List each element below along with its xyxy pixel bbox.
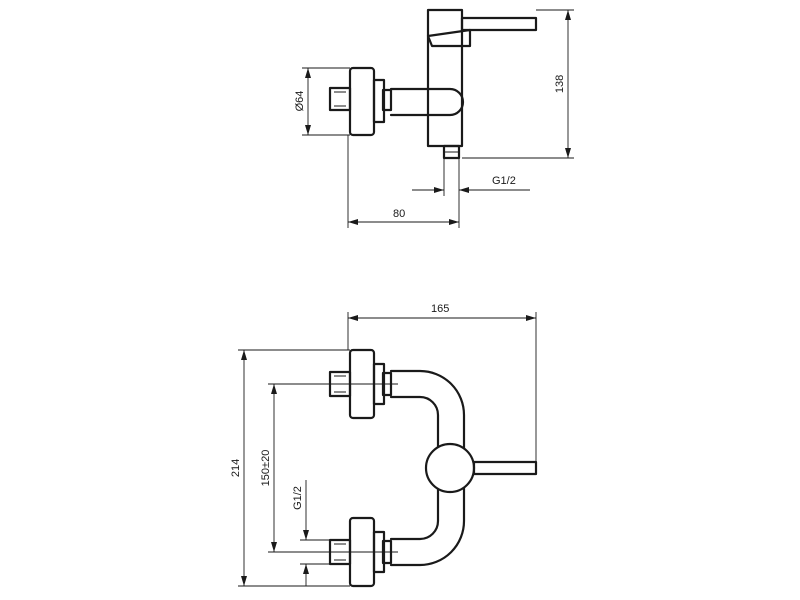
plan-view: 165 214 150±20 G1/2	[230, 303, 538, 588]
inlet-fitting	[328, 86, 352, 112]
dimension-165: 165	[431, 303, 449, 315]
connecting-arm	[389, 87, 465, 117]
lever-handle	[460, 16, 538, 32]
wall-flange	[348, 66, 376, 137]
faucet-body	[426, 8, 464, 148]
side-view: 138 Ø64 G1/2 80	[294, 8, 574, 228]
lever-base	[426, 28, 472, 48]
dimension-diameter: Ø64	[294, 91, 306, 112]
dimension-thread-bottom: G1/2	[292, 486, 304, 510]
flange-nut	[381, 88, 393, 112]
dimension-thread-top: G1/2	[492, 175, 516, 187]
dimension-214: 214	[230, 459, 242, 477]
dimension-138: 138	[554, 75, 566, 93]
lever-handle-plan	[472, 460, 538, 476]
dimension-spacing: 150±20	[260, 450, 272, 487]
cartridge-circle	[424, 442, 476, 494]
dimension-80: 80	[393, 208, 405, 220]
